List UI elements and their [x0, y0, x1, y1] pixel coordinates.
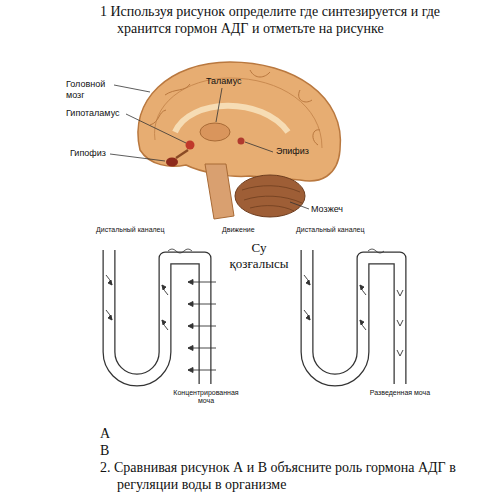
- question-text: 2. Сравнивая рисунок А и В объясните рол…: [100, 460, 487, 494]
- gyri: [150, 70, 320, 145]
- handwritten-note: Су қозғалысы: [226, 240, 292, 271]
- cerebellum-folds: [242, 186, 302, 211]
- pituitary: [166, 158, 178, 167]
- nephron-a: [106, 249, 216, 384]
- part-name: Головной мозг: [66, 79, 114, 101]
- corpus-callosum: [175, 106, 288, 132]
- part-name: Гипофиз: [70, 148, 112, 159]
- figure-letter: А: [100, 426, 130, 443]
- part-name: Разведенная моча: [368, 389, 432, 397]
- flow-arrows: [304, 275, 403, 356]
- part-name: Гипоталамус: [66, 108, 128, 119]
- figure-letter: В: [100, 443, 130, 460]
- nephron-b: [304, 249, 403, 384]
- part-name: Дистальный каналец: [296, 226, 376, 234]
- part-name: Эпифиз: [276, 146, 326, 157]
- pineal: [238, 138, 245, 145]
- part-name: Движение: [222, 226, 267, 234]
- part-name: Таламус: [206, 76, 256, 87]
- water-arrows: [106, 275, 216, 373]
- brainstem: [205, 164, 234, 219]
- part-name: Концентрированная моча: [170, 389, 242, 406]
- question-text: 1 Используя рисунок определите где синте…: [100, 4, 469, 38]
- part-name: Мозжеч: [311, 204, 361, 215]
- cerebrum: [138, 62, 341, 181]
- part-name: Дистальный каналец: [96, 226, 176, 234]
- hypothalamus: [186, 141, 195, 150]
- cerebellum: [235, 175, 305, 217]
- pituitary-stalk: [176, 150, 188, 158]
- thalamus: [200, 123, 230, 141]
- gyri: [155, 78, 322, 148]
- brain-figure: [110, 62, 340, 219]
